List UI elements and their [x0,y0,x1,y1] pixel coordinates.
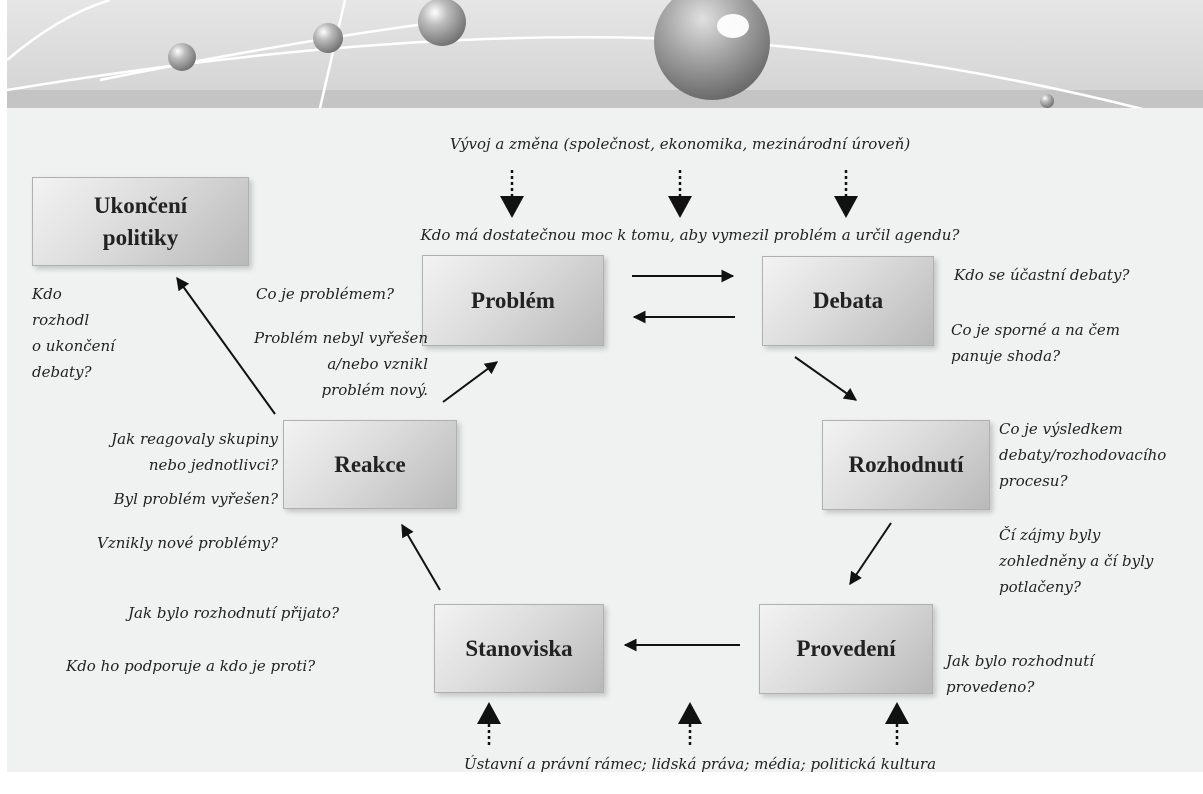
note-provedeni-line-2: provedeno? [946,678,1035,696]
note-unsolved-line-2: a/nebo vznikl [327,355,428,373]
note-reakce-q3: Vznikly nové problémy? [97,534,278,552]
note-ukonceni-question: Kdo rozhodl o ukončení debaty? [32,281,115,385]
note-unsolved-line-3: problém nový. [321,381,429,399]
arrow-rozhodnuti-provedeni [849,522,892,586]
note-rozhodnuti-q1-line-1: Co je výsledkem [999,420,1123,438]
note-power-question: Kdo má dostatečnou moc k tomu, aby vymez… [420,226,960,244]
note-rozhodnuti-q1-line-3: procesu? [999,472,1068,490]
context-arrow-down-3 [834,196,858,218]
box-ukonceni-line-2: politiky [102,224,179,250]
note-top-context: Vývoj a změna (společnost, ekonomika, me… [449,135,911,153]
note-rozhodnuti-q2: Čí zájmy byly zohledněny a čí byly potla… [999,522,1153,600]
box-debata: Debata [762,256,934,346]
note-ukonceni-line-1: Kdo [32,285,62,303]
context-arrow-up-1 [477,702,501,724]
note-problem-question: Co je problémem? [256,285,395,303]
box-rozhodnuti: Rozhodnutí [822,420,990,510]
note-reakce-q1: Jak reagovaly skupiny nebo jednotlivci? [40,426,278,478]
note-rozhodnuti-q1: Co je výsledkem debaty/rozhodovacího pro… [999,416,1166,494]
ball-3 [418,0,466,46]
note-rozhodnuti-q1-line-2: debaty/rozhodovacího [999,446,1167,464]
note-provedeni-line-1: Jak bylo rozhodnutí [946,652,1095,670]
note-provedeni-question: Jak bylo rozhodnutí provedeno? [946,648,1094,700]
note-reakce-q1-line-1: Jak reagovaly skupiny [111,430,278,448]
note-rozhodnuti-q2-line-1: Čí zájmy byly [999,526,1101,544]
box-ukonceni-line-1: Ukončení [93,193,188,219]
context-arrow-up-3 [885,702,909,724]
arrow-stanoviska-reakce [401,523,441,591]
note-rozhodnuti-q2-line-2: zohledněny a čí byly [999,552,1154,570]
ball-2 [313,23,343,53]
note-ukonceni-line-2: rozhodl [32,311,90,329]
note-bottom-context: Ústavní a právní rámec; lidská práva; mé… [463,755,937,773]
box-problem: Problém [422,255,604,346]
note-debata-q2-line-2: panuje shoda? [951,347,1061,365]
note-debata-q1: Kdo se účastní debaty? [954,266,1130,284]
note-debata-q2-line-1: Co je sporné a na čem [951,321,1120,339]
context-arrow-down-2 [668,196,692,218]
note-reakce-q2: Byl problém vyřešen? [113,490,278,508]
box-provedeni: Provedení [759,604,933,694]
context-arrow-up-2 [678,702,702,724]
header-decoration [6,0,1203,120]
note-rozhodnuti-q2-line-3: potlačeny? [999,578,1081,596]
box-reakce: Reakce [283,420,457,509]
note-ukonceni-line-3: o ukončení [32,337,115,355]
ball-1 [168,43,196,71]
ball-5 [1040,94,1054,108]
note-unsolved-line-1: Problém nebyl vyřešen [254,329,428,347]
arrow-reakce-problem [442,361,499,403]
note-stanoviska-q1: Jak bylo rozhodnutí přijato? [128,604,340,622]
box-ukonceni-politiky: Ukončení politiky [32,177,249,266]
note-problem-unsolved: Problém nebyl vyřešen a/nebo vznikl prob… [240,325,428,403]
note-ukonceni-line-4: debaty? [32,363,92,381]
note-stanoviska-q2: Kdo ho podporuje a kdo je proti? [66,657,316,675]
context-arrow-down-1 [500,196,524,218]
note-reakce-q1-line-2: nebo jednotlivci? [148,456,278,474]
arrow-debata-rozhodnuti [794,356,858,401]
box-stanoviska: Stanoviska [434,604,604,693]
arrow-reakce-ukonceni [176,276,276,415]
note-debata-q2: Co je sporné a na čem panuje shoda? [951,317,1120,369]
